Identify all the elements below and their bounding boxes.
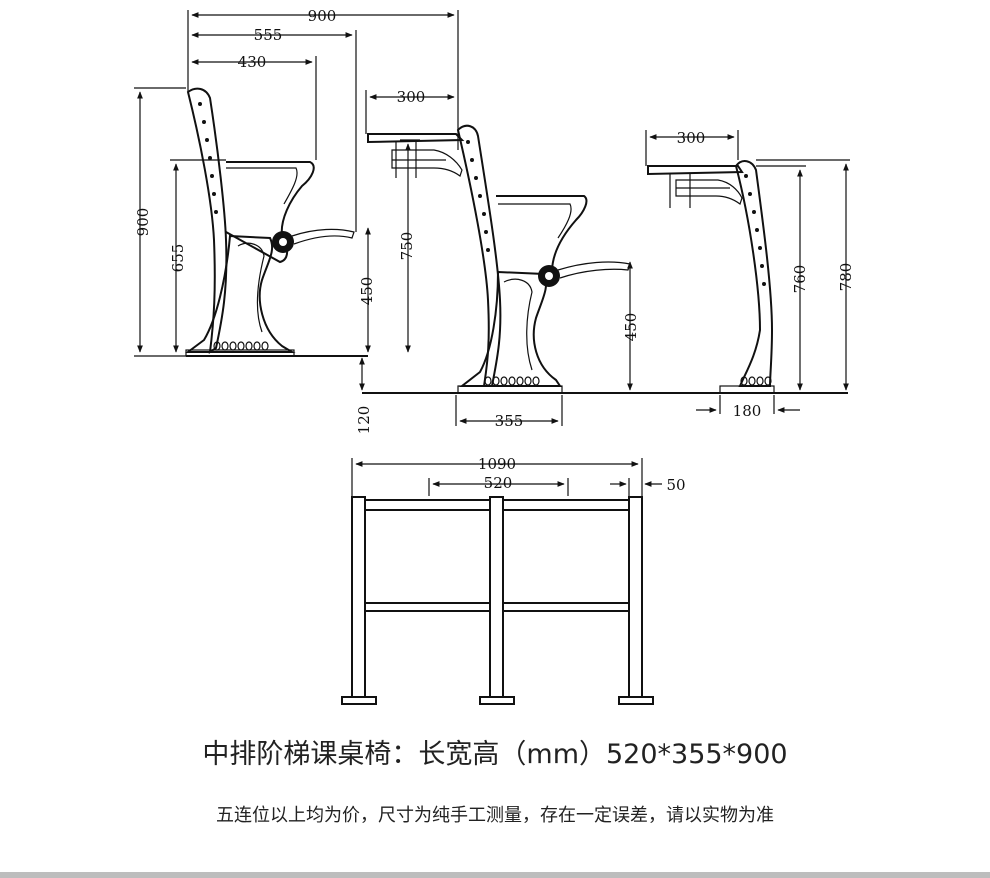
- dim-mid-seat-height-a: 450: [358, 277, 376, 306]
- front-frame-view: [341, 496, 654, 705]
- dim-mid-seat-height-b: 450: [622, 313, 640, 342]
- bottom-divider: [0, 872, 990, 878]
- dim-right-base: 180: [733, 402, 762, 420]
- dim-mid-step: 120: [355, 406, 373, 435]
- right-desk-side-view: [647, 160, 775, 394]
- dim-mid-desk-height: 750: [398, 232, 416, 261]
- middle-dimension-lines: [359, 90, 633, 426]
- dim-side-seat-depth: 555: [254, 26, 283, 44]
- dim-side-total-height: 900: [134, 208, 152, 237]
- dim-front-seat-width: 520: [484, 474, 513, 492]
- dim-mid-base: 355: [495, 412, 524, 430]
- left-chair-side-view: [185, 87, 355, 357]
- caption-title: 中排阶梯课桌椅：长宽高（mm）520*355*900: [202, 739, 788, 770]
- dim-side-armrest-height: 655: [169, 244, 187, 273]
- dim-front-total-width: 1090: [478, 455, 516, 473]
- dim-right-height-b: 780: [837, 263, 855, 292]
- dim-side-total-width: 900: [308, 7, 337, 25]
- dim-mid-desk-depth: 300: [397, 88, 426, 106]
- right-dimension-lines: [645, 130, 850, 414]
- left-dimension-lines: [134, 10, 459, 357]
- dim-right-desk-depth: 300: [677, 129, 706, 147]
- dim-side-armrest-depth: 430: [238, 53, 267, 71]
- front-dimension-lines: [351, 458, 662, 496]
- dim-right-height-a: 760: [791, 265, 809, 294]
- dim-front-post: 50: [666, 476, 685, 494]
- caption-note: 五连位以上均为价，尺寸为纯手工测量，存在一定误差，请以实物为准: [216, 805, 774, 826]
